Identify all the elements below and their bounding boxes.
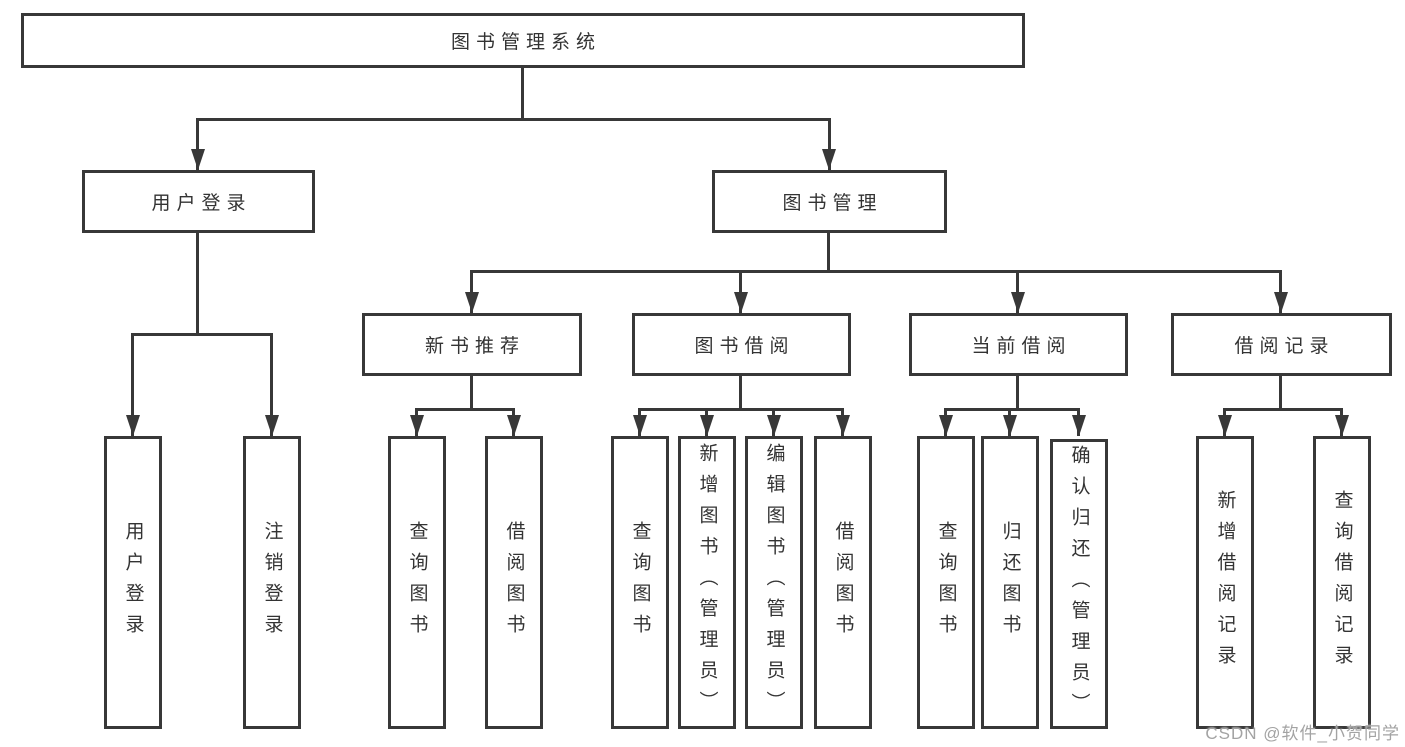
arrow-down-icon: [191, 149, 205, 170]
arrow-down-icon: [633, 415, 647, 436]
connector-to-borrow-records: [1279, 270, 1282, 313]
node-current-borrow: 当前借阅: [909, 313, 1128, 376]
arrow-down-icon: [836, 415, 850, 436]
connector-current-borrow-split: [944, 408, 1080, 411]
leaf-user-login: 用户登录: [104, 436, 162, 729]
node-root: 图书管理系统: [21, 13, 1025, 68]
connector-new-book-split: [415, 408, 515, 411]
connector-book-management-split: [470, 270, 1281, 273]
leaf-query-books-borrow: 查询图书: [611, 436, 669, 729]
connector-to-user-login: [196, 118, 199, 170]
leaf-edit-books-admin: 编辑图书（管理员）: [745, 436, 803, 729]
node-user-login: 用户登录: [82, 170, 315, 233]
node-new-book-recommend: 新书推荐: [362, 313, 582, 376]
connector-user-login-stem: [196, 233, 199, 335]
arrow-down-icon: [1003, 415, 1017, 436]
arrow-down-icon: [265, 415, 279, 436]
connector-book-borrow-split: [638, 408, 844, 411]
connector-to-leaf-user-login: [131, 333, 134, 436]
arrow-down-icon: [700, 415, 714, 436]
leaf-add-books-admin: 新增图书（管理员）: [678, 436, 736, 729]
node-book-borrow: 图书借阅: [632, 313, 851, 376]
connector-book-management-stem: [827, 233, 830, 272]
arrow-down-icon: [1011, 292, 1025, 313]
leaf-query-borrow-record: 查询借阅记录: [1313, 436, 1371, 729]
connector-user-login-split: [131, 333, 273, 336]
arrow-down-icon: [822, 149, 836, 170]
leaf-borrow-books: 借阅图书: [814, 436, 872, 729]
connector-to-new-book: [470, 270, 473, 313]
arrow-down-icon: [1072, 415, 1086, 436]
node-book-management: 图书管理: [712, 170, 947, 233]
arrow-down-icon: [410, 415, 424, 436]
leaf-borrow-books-recommend: 借阅图书: [485, 436, 543, 729]
leaf-logout: 注销登录: [243, 436, 301, 729]
arrow-down-icon: [465, 292, 479, 313]
leaf-return-books: 归还图书: [981, 436, 1039, 729]
arrow-down-icon: [1335, 415, 1349, 436]
csdn-watermark: CSDN @软件_小贺同学: [1205, 724, 1400, 743]
connector-to-book-borrow: [739, 270, 742, 313]
connector-to-leaf-logout: [270, 333, 273, 436]
connector-borrow-records-split: [1223, 408, 1343, 411]
connector-root-stem: [521, 68, 524, 119]
arrow-down-icon: [767, 415, 781, 436]
arrow-down-icon: [1218, 415, 1232, 436]
connector-book-borrow-stem: [739, 376, 742, 410]
arrow-down-icon: [734, 292, 748, 313]
connector-new-book-stem: [470, 376, 473, 410]
connector-current-borrow-stem: [1016, 376, 1019, 410]
arrow-down-icon: [939, 415, 953, 436]
connector-root-split: [196, 118, 831, 121]
leaf-confirm-return-admin: 确认归还（管理员）: [1050, 439, 1108, 729]
connector-to-current-borrow: [1016, 270, 1019, 313]
connector-to-book-management: [828, 118, 831, 170]
arrow-down-icon: [126, 415, 140, 436]
leaf-query-books-recommend: 查询图书: [388, 436, 446, 729]
node-borrow-records: 借阅记录: [1171, 313, 1392, 376]
arrow-down-icon: [1274, 292, 1288, 313]
leaf-add-borrow-record: 新增借阅记录: [1196, 436, 1254, 729]
connector-borrow-records-stem: [1279, 376, 1282, 410]
leaf-query-books-current: 查询图书: [917, 436, 975, 729]
arrow-down-icon: [507, 415, 521, 436]
